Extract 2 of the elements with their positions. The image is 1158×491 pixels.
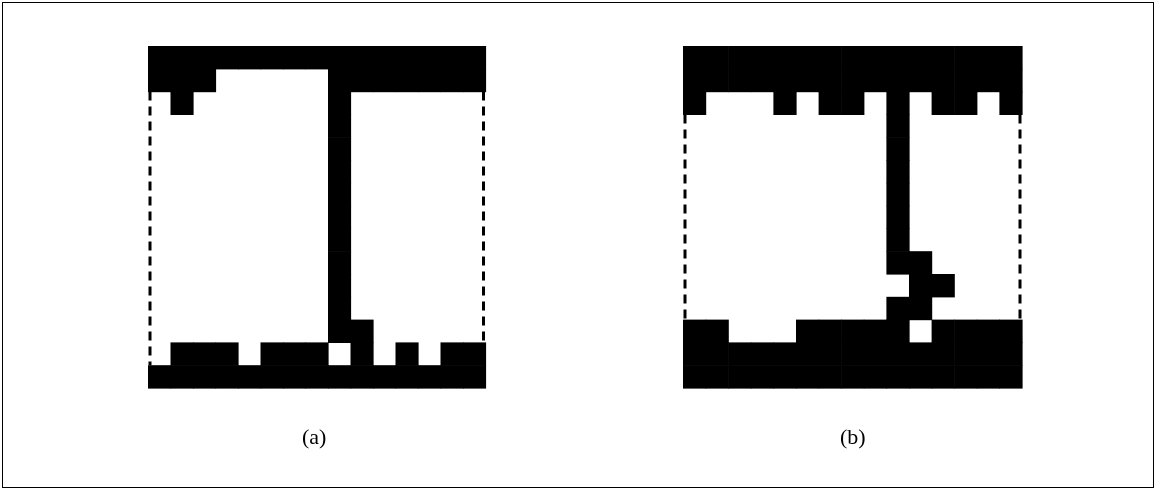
panel-label: (b) xyxy=(840,424,866,450)
panel-label: (a) xyxy=(302,424,327,450)
